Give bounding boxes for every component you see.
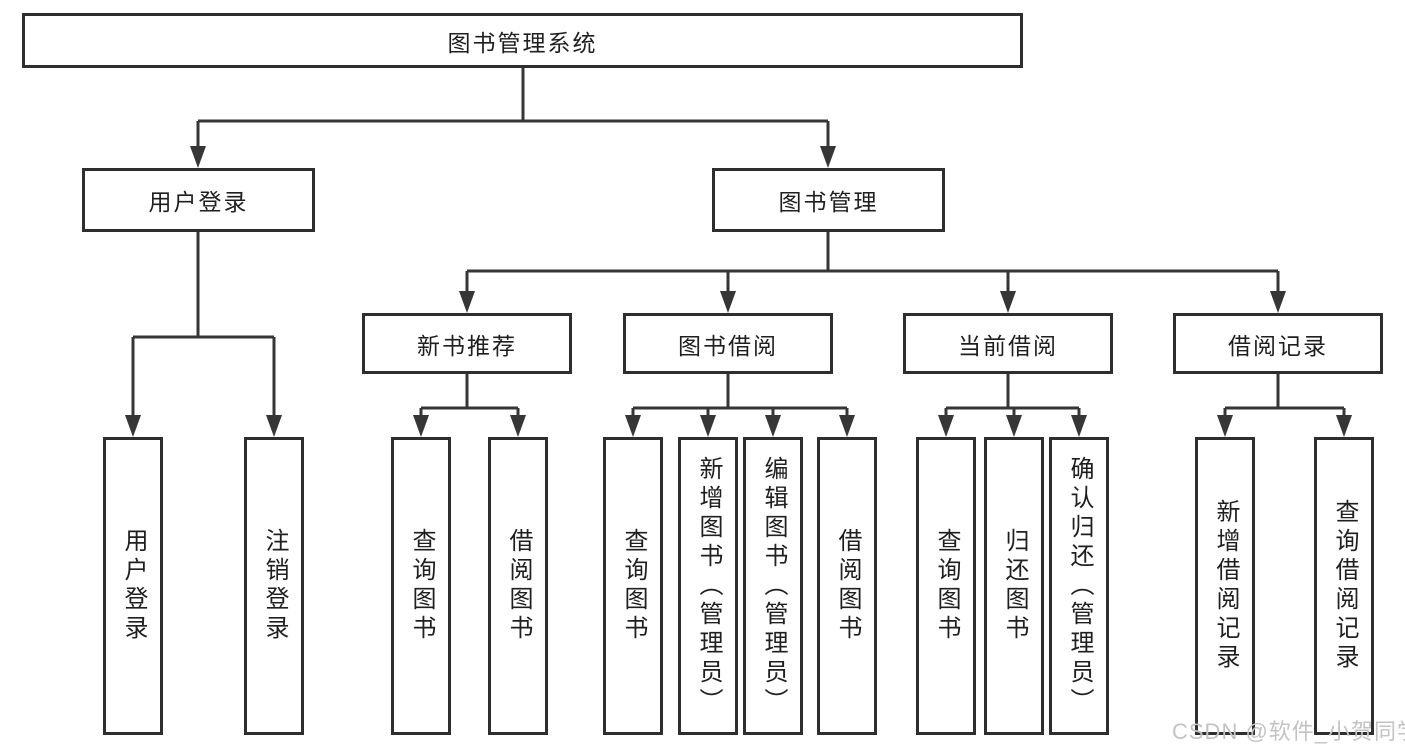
node-label: 图书借阅	[678, 332, 778, 359]
leaf-label: 查询借阅记录	[1331, 499, 1358, 673]
down-arrowhead	[938, 415, 954, 437]
connector-user-login-children	[131, 232, 276, 419]
leaf-label: 新增图书（管理员）	[695, 455, 722, 717]
down-arrowhead	[839, 415, 855, 437]
node-current-borrowing: 当前借阅	[903, 313, 1113, 374]
leaf-edit-books-admin: 编辑图书（管理员）	[743, 437, 803, 735]
down-arrowhead	[510, 415, 526, 437]
down-arrowhead	[266, 415, 282, 437]
leaf-label: 查询图书	[933, 528, 960, 644]
leaf-borrow-books: 借阅图书	[488, 437, 548, 735]
down-arrowhead	[413, 415, 429, 437]
connector-book-borrowing-children	[631, 374, 849, 420]
down-arrowhead	[625, 415, 641, 437]
down-arrowhead	[720, 291, 736, 313]
node-book-management: 图书管理	[712, 168, 945, 232]
down-arrowhead	[1336, 415, 1352, 437]
connector-borrowing-records-children	[1223, 374, 1346, 420]
leaf-query-books: 查询图书	[603, 437, 663, 735]
leaf-add-books-admin: 新增图书（管理员）	[678, 437, 738, 735]
node-label: 图书管理	[778, 189, 879, 215]
down-arrowhead	[125, 415, 141, 437]
node-library-management-system: 图书管理系统	[22, 13, 1023, 68]
leaf-logout: 注销登录	[244, 437, 304, 735]
down-arrowhead	[765, 415, 781, 437]
node-user-login: 用户登录	[82, 168, 315, 232]
leaf-user-login: 用户登录	[103, 437, 163, 735]
node-book-borrowing: 图书借阅	[623, 313, 833, 374]
connector-new-book-recommend-children	[419, 374, 520, 420]
down-arrowhead	[1217, 415, 1233, 437]
node-label: 图书管理系统	[447, 29, 598, 56]
csdn-watermark: CSDN @软件_小贺同学	[1172, 719, 1405, 744]
leaf-label: 查询图书	[620, 528, 647, 644]
down-arrowhead	[700, 415, 716, 437]
leaf-query-books: 查询图书	[391, 437, 451, 735]
down-arrowhead	[1270, 291, 1286, 313]
leaf-confirm-return-admin: 确认归还（管理员）	[1049, 437, 1109, 735]
leaf-return-books: 归还图书	[984, 437, 1044, 735]
down-arrowhead	[1000, 291, 1016, 313]
node-label: 当前借阅	[958, 332, 1058, 359]
down-arrowhead	[820, 146, 836, 168]
node-label: 用户登录	[148, 189, 249, 215]
leaf-label: 用户登录	[120, 528, 147, 644]
leaf-label: 新增借阅记录	[1212, 499, 1239, 673]
connector-book-management-children	[465, 232, 1280, 295]
down-arrowhead	[190, 146, 206, 168]
down-arrowhead	[1071, 415, 1087, 437]
node-new-book-recommend: 新书推荐	[362, 313, 572, 374]
down-arrowhead	[459, 291, 475, 313]
leaf-query-books: 查询图书	[916, 437, 976, 735]
leaf-borrow-books: 借阅图书	[817, 437, 877, 735]
node-borrowing-records: 借阅记录	[1173, 313, 1383, 374]
leaf-label: 借阅图书	[505, 528, 532, 644]
leaf-label: 查询图书	[408, 528, 435, 644]
connector-root-to-level2	[196, 68, 830, 150]
leaf-query-borrow-record: 查询借阅记录	[1314, 437, 1374, 735]
leaf-label: 注销登录	[261, 528, 288, 644]
connector-current-borrowing-children	[944, 374, 1081, 420]
node-label: 借阅记录	[1228, 332, 1328, 359]
leaf-label: 编辑图书（管理员）	[760, 455, 787, 717]
leaf-label: 借阅图书	[834, 528, 861, 644]
node-label: 新书推荐	[417, 332, 517, 359]
leaf-label: 确认归还（管理员）	[1066, 455, 1093, 717]
leaf-add-borrow-record: 新增借阅记录	[1195, 437, 1255, 735]
down-arrowhead	[1006, 415, 1022, 437]
leaf-label: 归还图书	[1001, 528, 1028, 644]
